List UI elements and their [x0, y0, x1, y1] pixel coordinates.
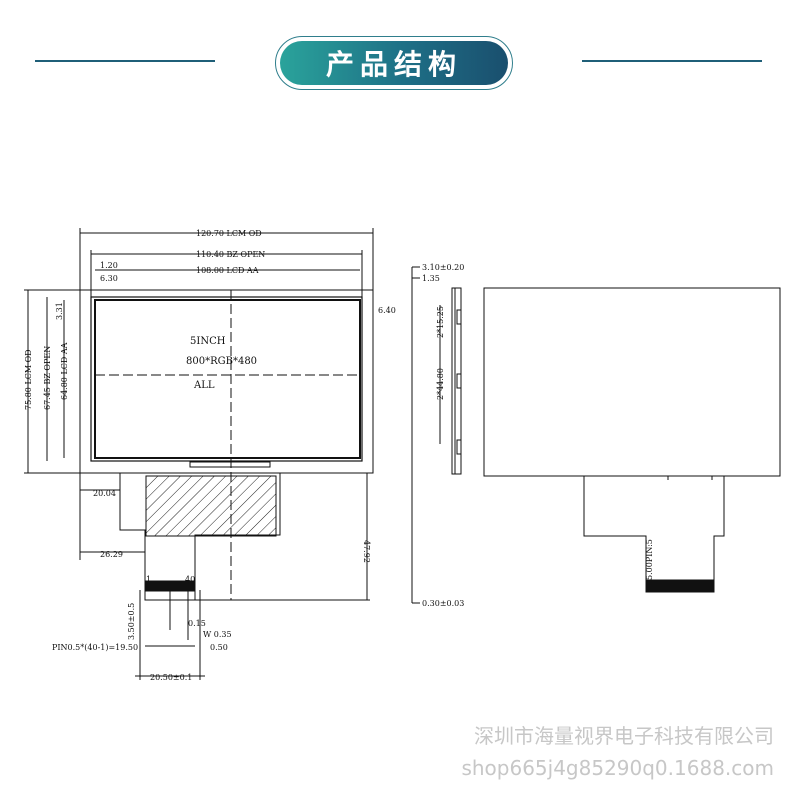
- side-view: [411, 266, 462, 604]
- side-view-labels: 3.10±0.20 1.35 2*15.25 2*44.80 0.30±0.03: [422, 263, 464, 608]
- dim-w-0-35: W 0.35: [203, 630, 232, 639]
- resolution-label: 800*RGB*480: [186, 356, 257, 367]
- back-view: [483, 287, 781, 593]
- ic-chip: [189, 461, 271, 468]
- bezel-opening: [90, 296, 363, 462]
- dim-26-29: 26.29: [100, 550, 123, 559]
- dim-6-30: 6.30: [100, 274, 118, 283]
- dim-3-31: 3.31: [55, 302, 64, 320]
- dim-bz-open-height: 67.45 BZ OPEN: [43, 346, 52, 410]
- dim-thickness: 3.10±0.20: [422, 263, 464, 272]
- dim-47-92: 47.92: [362, 540, 371, 563]
- dim-back-fpc: 5.00PIN:5: [645, 539, 654, 580]
- size-label: 5INCH: [190, 336, 226, 347]
- back-panel: [483, 287, 781, 477]
- dim-3-50: 3.50±0.5: [127, 603, 136, 640]
- dim-bz-open-width: 110.40 BZ OPEN: [196, 250, 265, 259]
- dim-2x44-80: 2*44.80: [436, 368, 445, 400]
- dim-1-20: 1.20: [100, 261, 118, 270]
- pin-40-label: 40: [185, 575, 195, 584]
- lcm-outline: [79, 289, 374, 474]
- header-rule-right: [582, 60, 762, 62]
- back-connector: [645, 579, 715, 593]
- dim-lcm-od-height: 75.80 LCM OD: [24, 349, 33, 410]
- header-rule-left: [35, 60, 215, 62]
- dim-0-15: 0.15: [188, 619, 206, 628]
- dim-lcm-od-width: 120.70 LCM OD: [196, 229, 262, 238]
- back-view-labels: 5.00PIN:5: [645, 539, 654, 580]
- page-title: 产品结构: [325, 48, 462, 81]
- dim-0-50: 0.50: [210, 643, 228, 652]
- front-view: [24, 228, 374, 680]
- dim-lcd-aa-height: 64.80 LCD AA: [60, 342, 69, 400]
- pin-1-label: 1: [146, 575, 151, 584]
- front-view-labels: 5INCH 800*RGB*480 ALL 120.70 LCM OD 110.…: [24, 229, 396, 682]
- dim-lcd-aa-width: 108.00 LCD AA: [196, 266, 259, 275]
- watermark-shop-url: shop665j4g85290q0.1688.com: [461, 756, 774, 780]
- title-badge-fill: 产品结构: [280, 41, 508, 85]
- dim-20-50: 20.50±0.1: [150, 673, 192, 682]
- dim-6-40: 6.40: [378, 306, 396, 315]
- title-badge: 产品结构: [275, 36, 513, 90]
- dim-2x15-25: 2*15.25: [436, 306, 445, 338]
- lcd-active-area: [94, 299, 361, 459]
- dim-1-35: 1.35: [422, 274, 440, 283]
- watermark-company: 深圳市海量视界电子科技有限公司: [474, 724, 774, 748]
- fpc-hatched: [145, 475, 277, 537]
- dim-20-04: 20.04: [93, 489, 116, 498]
- dim-fpc-thickness: 0.30±0.03: [422, 599, 464, 608]
- view-angle-label: ALL: [193, 380, 215, 391]
- back-fpc: [583, 476, 725, 593]
- dim-pin-pitch: PIN0.5*(40-1)=19.50: [52, 643, 138, 652]
